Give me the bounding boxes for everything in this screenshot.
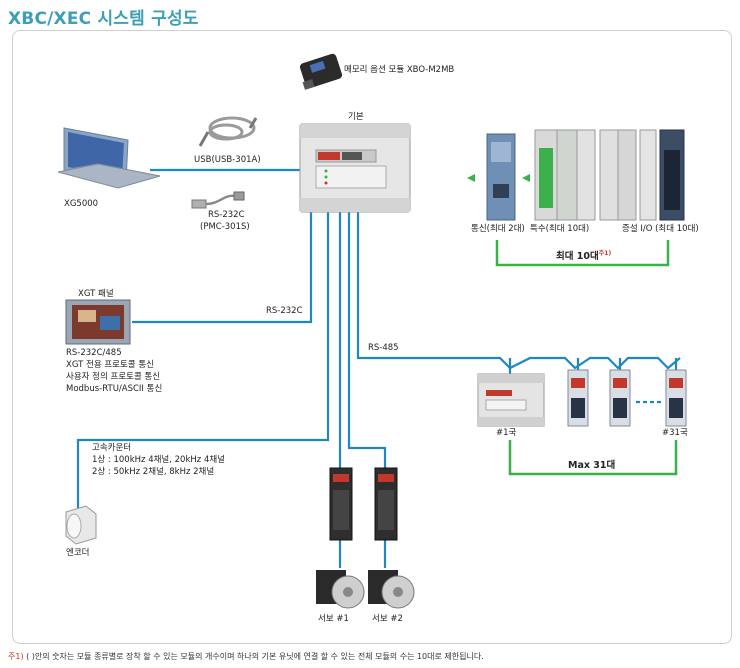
line-plc-servo2 (347, 212, 387, 468)
green-arrow-icon-2 (522, 174, 530, 182)
comm-max-label: 통신(최대 2대) (471, 224, 525, 234)
station-31-label: #31국 (662, 428, 688, 438)
rs232c-cable-label: RS-232C (208, 210, 245, 220)
panel-desc-3: 사용자 정의 프로토콜 통신 (66, 372, 161, 382)
footnote-mark: 주1) (8, 652, 24, 661)
encoder-icon (65, 505, 97, 545)
counter-title: 고속카운터 (92, 443, 132, 453)
servo-motor-2-icon (368, 570, 415, 609)
xg5000-label: XG5000 (64, 199, 99, 209)
usb-cable-label: USB(USB-301A) (194, 155, 261, 165)
rs485-line-label: RS-485 (368, 343, 399, 353)
servo-motor-1-icon (316, 570, 365, 609)
special-modules-icon (534, 129, 596, 221)
memory-module-icon (299, 53, 343, 90)
station-1-plc-icon (477, 373, 545, 427)
max10-note: 주1) (598, 250, 612, 257)
laptop-xg5000-icon (57, 127, 161, 189)
max31-label: Max 31대 (568, 460, 616, 471)
servo-drive-1-icon (329, 467, 353, 541)
max10-label: 최대 10대주1) (556, 250, 612, 263)
xgt-panel-icon (65, 299, 131, 345)
line-rs485 (356, 212, 480, 360)
station-drive-icon (567, 369, 589, 427)
page-title: XBC/XEC 시스템 구성도 (8, 9, 199, 29)
panel-desc-4: Modbus-RTU/ASCII 통신 (66, 384, 163, 394)
station-drive-icon-2 (609, 369, 631, 427)
usb-cable-icon (198, 116, 258, 147)
panel-desc-2: XGT 전용 프로토콜 통신 (66, 360, 154, 370)
rs232c-line-label: RS-232C (266, 306, 303, 316)
footnote: 주1) ( )안의 숫자는 모듈 종류별로 장착 할 수 있는 모듈의 개수이며… (8, 651, 484, 662)
expansion-io-icon (599, 129, 685, 221)
bracket-max31 (508, 440, 678, 476)
xgt-panel-label: XGT 패널 (78, 289, 114, 299)
servo-1-label: 서보 #1 (318, 614, 349, 624)
green-arrow-icon (467, 174, 475, 182)
station-1-label: #1국 (496, 428, 517, 438)
bracket-max10 (495, 240, 670, 267)
line-plc-encoder (76, 212, 330, 508)
line-plc-panel (132, 212, 313, 324)
comm-module-icon (486, 133, 516, 221)
panel-desc-1: RS-232C/485 (66, 348, 122, 358)
encoder-label: 엔코더 (66, 548, 90, 558)
memory-module-label: 메모리 옵션 모듈 XBO-M2MB (344, 65, 455, 75)
io-max-label: 증설 I/O (최대 10대) (622, 224, 699, 234)
pmc-cable-label: (PMC-301S) (200, 222, 250, 232)
plc-basic-unit-icon (299, 123, 411, 213)
station-31-drive-icon (665, 369, 687, 427)
counter-1: 1상 : 100kHz 4채널, 20kHz 4채널 (92, 455, 225, 465)
servo-2-label: 서보 #2 (372, 614, 403, 624)
servo-drive-2-icon (374, 467, 398, 541)
rs232c-cable-icon (191, 191, 245, 209)
basic-unit-label: 기본 (348, 112, 364, 122)
special-max-label: 특수(최대 10대) (530, 224, 590, 234)
counter-2: 2상 : 50kHz 2채널, 8kHz 2채널 (92, 467, 215, 477)
blue-connections (76, 168, 681, 568)
green-brackets (495, 240, 678, 476)
footnote-text: ( )안의 숫자는 모듈 종류별로 장착 할 수 있는 모듈의 개수이며 하나의… (26, 652, 484, 661)
